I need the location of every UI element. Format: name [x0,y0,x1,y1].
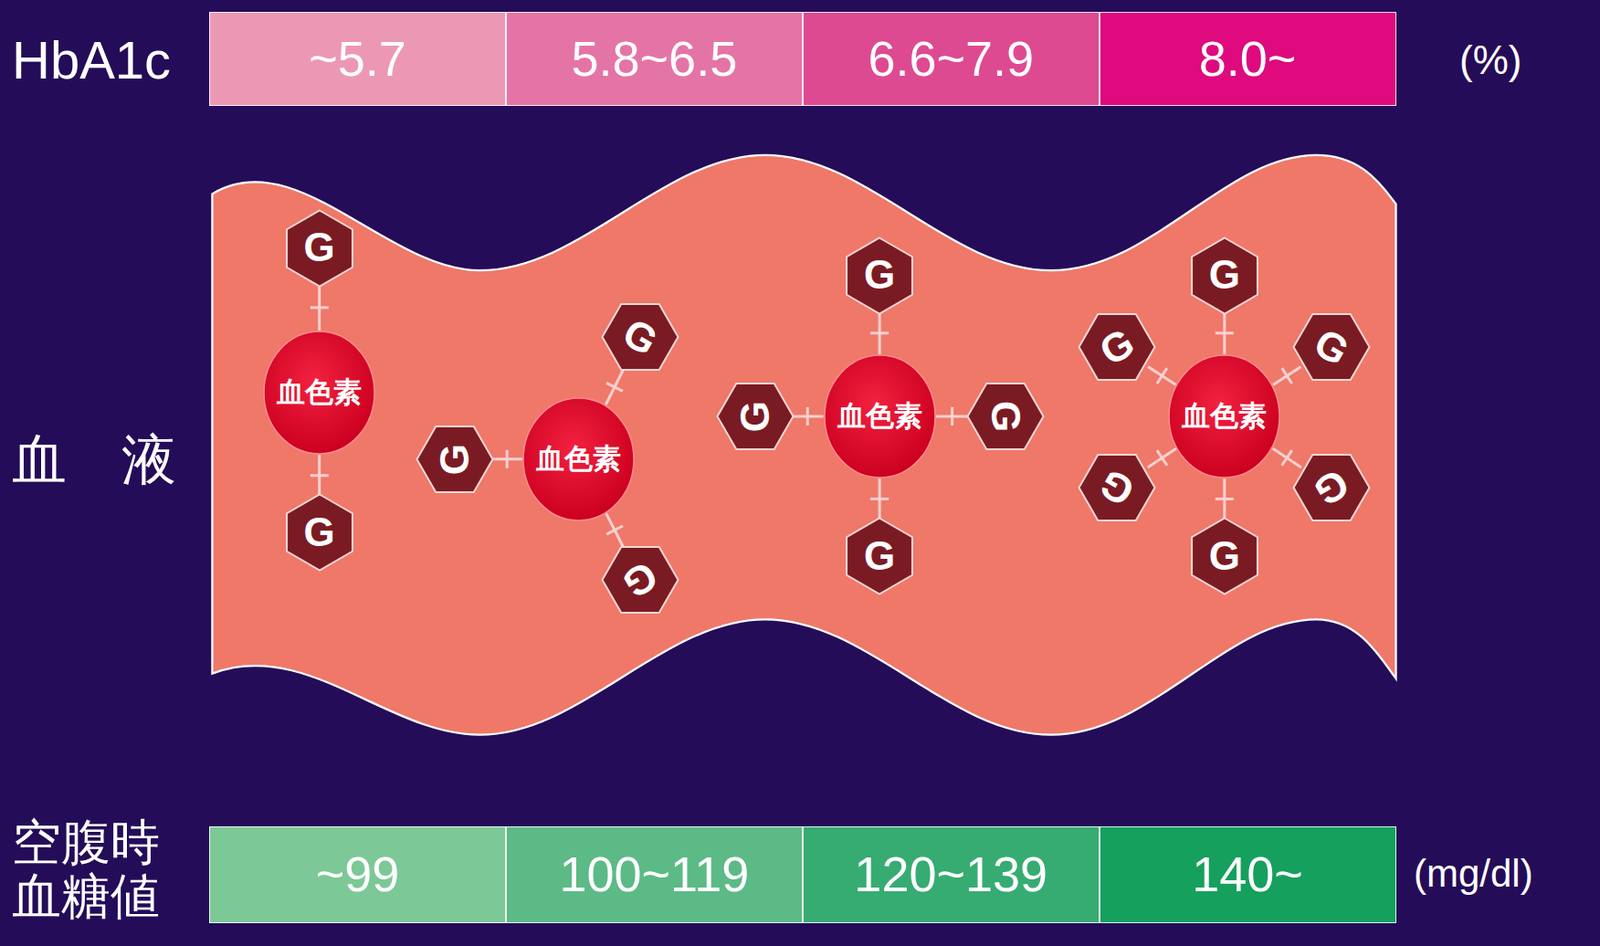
hexagon-outline [1191,517,1258,594]
glucose-range-cell: 140~ [1099,826,1397,924]
hexagon-outline [592,287,688,387]
bond-line [1147,448,1177,468]
hemoglobin-circle: 血色素 [522,397,635,522]
range-value: 140~ [1191,847,1304,902]
glucose-range-cell: ~99 [209,826,506,924]
hemoglobin-ellipse [523,398,634,521]
hba1c-range-cell: 8.0~ [1099,11,1397,106]
range-value: 6.6~7.9 [867,31,1034,86]
hemoglobin-circle: 血色素 [263,330,376,455]
glucose-letter: G [432,443,477,475]
hexagon-outline [967,383,1043,450]
blood-vessel [211,155,1396,736]
glucose-hexagon: G [845,516,914,596]
hba1c-range-cell: ~5.7 [209,11,506,106]
bond-line [1273,367,1302,386]
hexagon-outline [1284,438,1379,537]
hemoglobin-label: 血色素 [276,377,362,409]
bond-line [1222,312,1226,355]
hba1c-range-cell: 5.8~6.5 [505,11,803,106]
range-value: 8.0~ [1199,31,1297,86]
glucose-hexagon: G [285,209,354,288]
glucose-hexagon: G [285,493,354,572]
bond-line [878,312,882,355]
axis-title: 空腹時 血糖値 [11,815,170,925]
glucose-hexagon: G [1068,295,1167,398]
bond-line [878,478,882,520]
glucose-letter: G [304,225,336,270]
glucose-hexagon: G [1283,295,1381,398]
bond-line [317,284,321,331]
bond-line [936,414,969,418]
hexagon-outline [592,530,688,630]
bond-line [1147,367,1177,386]
hexagon-outline [1191,237,1258,314]
glucose-hexagon: G [1283,436,1381,538]
range-value: ~99 [315,847,400,902]
glucose-letter: G [304,510,336,555]
glucose-letter: G [982,400,1027,432]
hemoglobin-circle: 血色素 [1168,354,1281,479]
glucose-hexagon: G [1190,516,1259,596]
region-label: 血 液 [11,428,177,492]
glucose-range-cell: 120~139 [802,826,1100,924]
hexagon-outline [1284,297,1379,397]
hemoglobin-ellipse [824,355,936,478]
unit-label: (%) [1459,37,1522,85]
glucose-hexagon: G [845,236,914,316]
bond-line [1222,478,1226,520]
range-value: ~5.7 [308,31,407,86]
hemoglobin-label: 血色素 [536,443,622,475]
range-value: 5.8~6.5 [571,31,738,86]
hexagon-outline [417,426,494,493]
glucose-hexagon: G [1190,236,1259,316]
range-value: 120~139 [853,847,1048,902]
glucose-letter: G [1209,252,1241,297]
glucose-letter: G [863,534,895,579]
hexagon-outline [846,517,913,594]
glucose-range-cell: 100~119 [505,826,803,924]
hemoglobin-ellipse [1168,355,1280,478]
range-value: 100~119 [558,847,749,902]
glucose-hexagon: G [966,382,1045,451]
bond-line [605,368,623,405]
hexagon-outline [716,383,793,450]
bond-line [1272,448,1301,468]
hexagon-outline [1070,297,1166,397]
axis-title: HbA1c [11,30,171,92]
hba1c-range-cell: 6.6~7.9 [802,11,1100,106]
bond-line [317,454,321,496]
glucose-letter: G [863,252,895,297]
hexagon-outline [846,237,913,314]
hexagon-outline [286,210,353,286]
unit-label: (mg/dl) [1413,852,1534,896]
hexagon-outline [286,494,353,571]
glucose-hexagon: G [590,528,689,631]
glucose-hexagon: G [1068,436,1167,538]
bond-line [606,513,624,548]
hexagon-outline [1070,438,1166,537]
glucose-hexagon: G [415,425,495,494]
bond-line [791,414,824,418]
glucose-hexagon: G [715,382,795,451]
glucose-letter: G [733,400,778,432]
bond-line [491,457,523,461]
hemoglobin-circle: 血色素 [823,354,937,479]
hemoglobin-label: 血色素 [837,400,923,432]
glucose-hexagon: G [590,285,689,388]
hemoglobin-ellipse [263,331,375,454]
glucose-letter: G [1209,534,1241,579]
hemoglobin-label: 血色素 [1181,400,1267,432]
